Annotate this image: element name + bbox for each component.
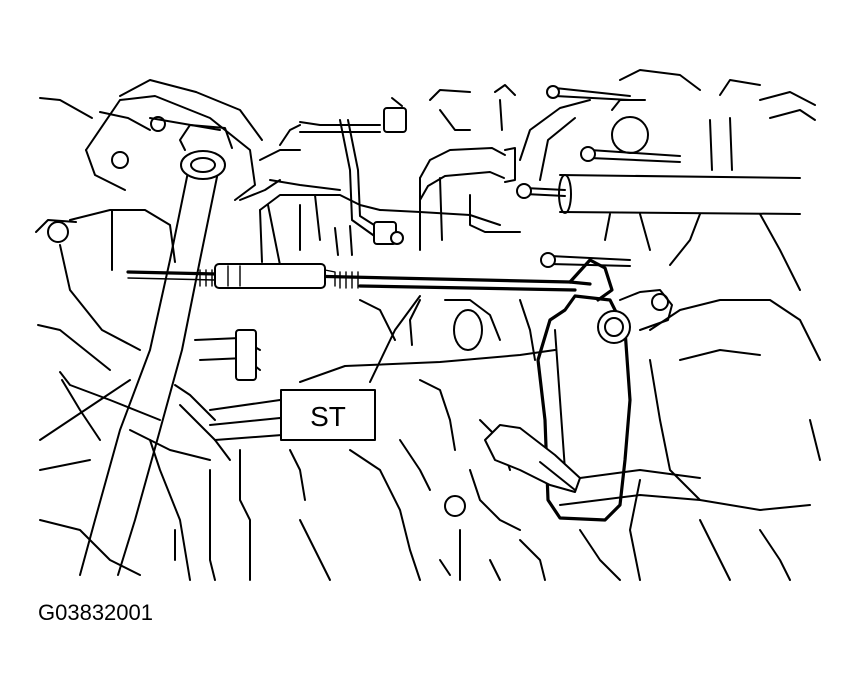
st-label-text: ST xyxy=(310,401,346,432)
vertical-hose xyxy=(79,124,233,576)
upper-right-structure xyxy=(519,69,816,291)
special-tool xyxy=(536,258,673,522)
lower-right-structure xyxy=(629,299,821,581)
lower-left-assembly xyxy=(39,329,331,581)
figure-code: G03832001 xyxy=(38,600,153,625)
left-bracket xyxy=(35,79,263,471)
st-leaders xyxy=(284,295,556,403)
hand xyxy=(484,424,701,506)
engine-block xyxy=(259,194,621,581)
st-label: ST xyxy=(280,389,376,441)
upper-wiring xyxy=(239,97,407,266)
st-label-box xyxy=(280,389,376,441)
elbow-pipe xyxy=(419,84,521,251)
